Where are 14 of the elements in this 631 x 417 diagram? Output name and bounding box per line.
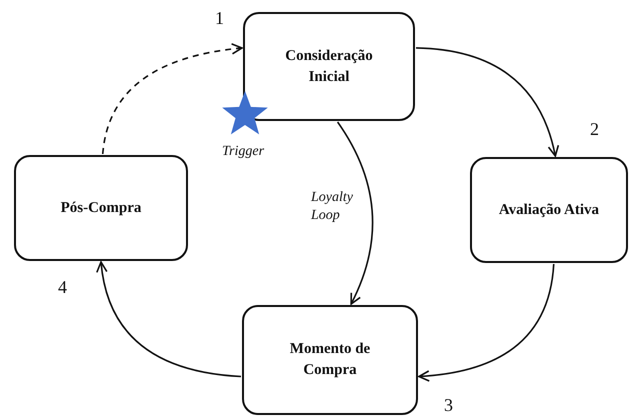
step-number: 3 bbox=[444, 395, 453, 416]
step-number: 4 bbox=[58, 277, 67, 298]
trigger-label: Trigger bbox=[222, 144, 264, 160]
arrow bbox=[336, 122, 374, 305]
step-number: 2 bbox=[590, 119, 599, 140]
arrow bbox=[96, 261, 242, 378]
arrow bbox=[418, 264, 555, 382]
stage-title: Pós-Compra bbox=[60, 198, 142, 218]
stage-title: Momento de Compra bbox=[288, 340, 372, 380]
arrow bbox=[102, 43, 243, 154]
step-number: 1 bbox=[215, 8, 224, 29]
stage-title: Consideração Inicial bbox=[284, 46, 374, 86]
arrow bbox=[416, 47, 559, 157]
stage-title: Avaliação Ativa bbox=[498, 200, 600, 220]
